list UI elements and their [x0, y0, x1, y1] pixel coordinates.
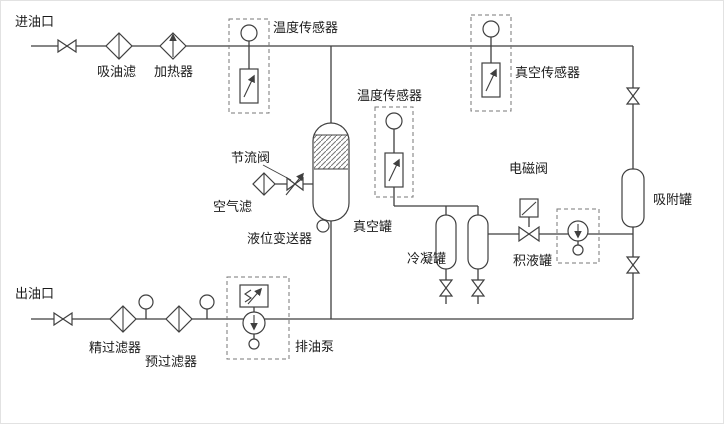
drain-valve-2: [470, 279, 486, 289]
throttle-valve-symbol: [285, 172, 304, 196]
isolation-valve-top: [625, 87, 641, 97]
label-throttle-valve: 节流阀: [231, 150, 270, 165]
pressure-gauge-2: [199, 294, 215, 310]
drain-pump-box: [226, 276, 290, 360]
label-heater: 加热器: [154, 64, 193, 79]
label-condensing-tank: 冷凝罐: [407, 251, 446, 266]
isolation-valve-bottom: [625, 256, 641, 266]
outlet-check-valve: [53, 311, 73, 327]
label-fine-filter: 精过滤器: [89, 340, 141, 355]
accumulator-pump-symbol: [567, 220, 589, 256]
accumulator-box: [556, 208, 600, 264]
adsorption-tank-symbol: [621, 87, 645, 274]
sensor-dial-icon: [482, 20, 500, 38]
label-vacuum-sensor: 真空传感器: [515, 65, 580, 80]
label-pre-filter: 预过滤器: [145, 354, 197, 369]
label-adsorption-tank: 吸附罐: [653, 192, 692, 207]
label-solenoid-valve: 电磁阀: [509, 161, 548, 176]
throttle-pointer-line: [262, 164, 292, 181]
label-temp-sensor-top: 温度传感器: [273, 20, 338, 35]
temp-sensor-top-symbol: [239, 24, 259, 104]
temp-sensor-top-box: [228, 18, 270, 114]
label-level-transmitter: 液位变送器: [247, 231, 312, 246]
temp-sensor-mid-box: [374, 106, 414, 198]
dashed-enclosures: [226, 14, 600, 360]
pressure-gauge-1: [138, 294, 154, 310]
label-oil-inlet: 进油口: [15, 14, 54, 29]
inlet-check-valve: [57, 38, 77, 54]
pre-filter-symbol: [165, 305, 193, 333]
label-accumulator-tank: 积液罐: [513, 253, 552, 268]
sensor-dial-icon: [240, 24, 258, 42]
drain-pump-symbol: [239, 284, 269, 350]
filter-element: [314, 135, 348, 169]
label-oil-outlet: 出油口: [15, 286, 54, 301]
label-suction-filter: 吸油滤: [97, 64, 136, 79]
air-filter-symbol: [252, 172, 276, 196]
vacuum-sensor-symbol: [481, 20, 501, 98]
suction-filter-symbol: [105, 32, 133, 60]
temp-sensor-mid-symbol: [384, 112, 404, 188]
label-vacuum-tank: 真空罐: [353, 219, 392, 234]
vacuum-tank-symbol: [312, 122, 350, 233]
level-transmitter-icon: [316, 219, 330, 233]
labels: 进油口 吸油滤 加热器 温度传感器 真空传感器 节流阀 空气滤 温度传感器 真空…: [15, 14, 692, 369]
label-temp-sensor-mid: 温度传感器: [357, 88, 422, 103]
condensing-tanks-symbol: [435, 214, 489, 297]
heater-symbol: [159, 32, 187, 60]
drain-valve-1: [438, 279, 454, 289]
fine-filter-symbol: [109, 305, 137, 333]
solenoid-valve-symbol: [518, 198, 540, 243]
sensor-dial-icon: [385, 112, 403, 130]
label-drain-pump: 排油泵: [295, 339, 334, 354]
vacuum-sensor-box: [470, 14, 512, 112]
label-air-filter: 空气滤: [213, 199, 252, 214]
relief-valve: [239, 284, 269, 308]
